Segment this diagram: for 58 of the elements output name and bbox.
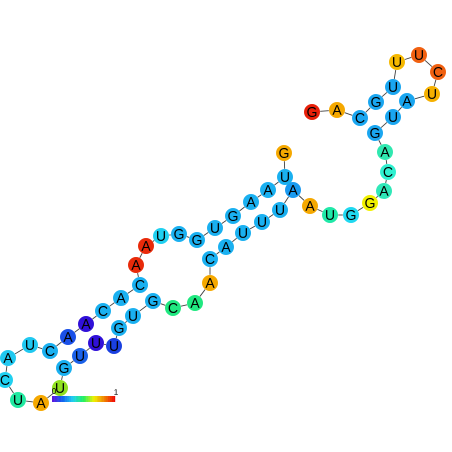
backbone-line <box>199 289 206 297</box>
backbone-line <box>124 320 128 324</box>
backbone-line <box>168 234 172 236</box>
backbone-line <box>92 316 97 320</box>
backbone-line <box>257 194 262 198</box>
backbone-line <box>37 346 43 350</box>
backbone-line <box>74 328 80 333</box>
backbone-line <box>365 107 371 113</box>
backbone-line <box>424 60 432 67</box>
backbone-line <box>268 214 274 218</box>
backbone-line <box>380 122 388 128</box>
backbone-line <box>386 160 388 164</box>
backbone-line <box>9 386 14 394</box>
backbone-line <box>394 70 396 80</box>
backbone-line <box>139 305 147 312</box>
backbone-line <box>250 226 256 230</box>
backbone-line <box>160 303 166 306</box>
backbone-line <box>376 196 378 198</box>
backbone-line <box>203 232 209 236</box>
backbone-line <box>152 240 155 242</box>
backbone-line <box>404 57 412 60</box>
backbone-line <box>116 335 118 339</box>
backbone-line <box>274 182 279 186</box>
backbone-line <box>221 220 227 224</box>
backbone-line <box>139 252 143 258</box>
backbone-line <box>61 376 63 380</box>
backbone-line <box>137 272 139 278</box>
backbone-line <box>56 342 62 346</box>
backbone-line <box>284 160 286 170</box>
backbone-line <box>109 302 115 307</box>
backbone-line <box>232 238 238 242</box>
backbone-line <box>127 289 134 294</box>
backbone-line <box>104 344 106 346</box>
backbone-line <box>239 206 245 212</box>
backbone-line <box>284 196 289 204</box>
backbone-line <box>320 110 330 112</box>
backbone-line <box>378 140 382 146</box>
backbone-line <box>86 348 90 352</box>
backbone-line <box>14 348 24 354</box>
backbone-line <box>46 392 54 398</box>
backbone-line <box>70 360 74 364</box>
backbone-line <box>26 400 34 402</box>
backbone-line <box>344 112 353 116</box>
backbone-line <box>216 251 220 255</box>
backbone-line <box>298 195 304 201</box>
backbone-line <box>358 206 364 212</box>
backbone-line <box>338 214 344 216</box>
scale-tick-label: 1 <box>114 389 118 395</box>
backbone-line <box>317 208 323 212</box>
backbone-line <box>385 180 387 184</box>
scale-tick-label: 0 <box>52 388 56 394</box>
backbone-line <box>414 96 425 100</box>
backbone-line <box>180 304 188 307</box>
backbone-line <box>186 236 190 238</box>
backbone-line <box>6 366 8 372</box>
backbone-line <box>382 92 388 98</box>
backbone-line <box>434 79 436 87</box>
backbone-line <box>398 106 402 112</box>
